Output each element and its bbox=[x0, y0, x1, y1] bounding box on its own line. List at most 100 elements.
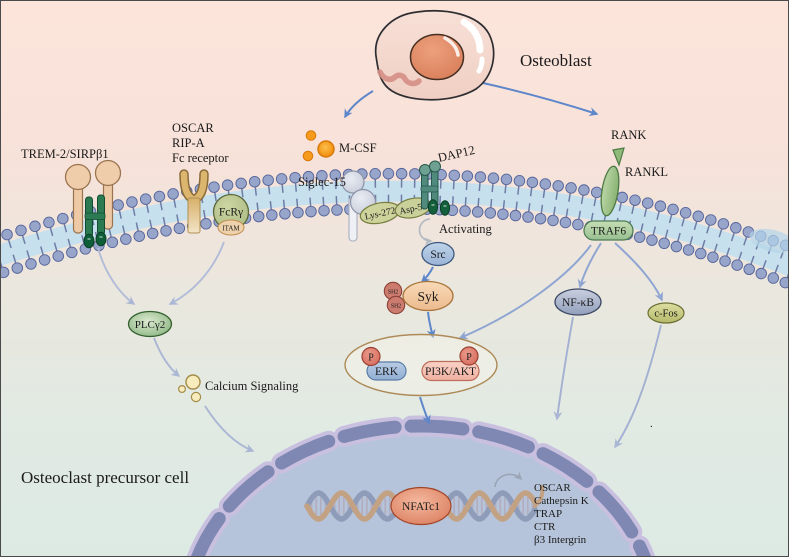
text-labels: Osteoblast Osteoclast precursor cell TRE… bbox=[21, 51, 668, 546]
lipid-head bbox=[497, 208, 509, 220]
erk-label: ERK bbox=[375, 366, 399, 378]
nfatc1-label: NFATc1 bbox=[402, 501, 440, 513]
gene-cathepsin-k: Cathepsin K bbox=[534, 495, 589, 507]
syk-oval bbox=[402, 280, 454, 312]
membrane-band bbox=[1, 180, 788, 277]
lipid-head bbox=[146, 227, 159, 240]
lipid-head bbox=[57, 212, 69, 225]
lipid-head bbox=[743, 263, 755, 276]
lipid-head bbox=[474, 171, 487, 183]
rip-a-label: RIP-A bbox=[172, 136, 205, 150]
rankl-receptor bbox=[600, 165, 620, 217]
nfkb-oval bbox=[554, 288, 602, 316]
gene-trap: TRAP bbox=[534, 508, 562, 520]
lipid-head bbox=[120, 233, 132, 245]
period-mark: . bbox=[650, 418, 653, 430]
arrow-osteoblast-to-mcsf bbox=[344, 90, 374, 119]
sh2-label-2: SH2 bbox=[391, 303, 401, 309]
lipid-head bbox=[692, 210, 704, 223]
src-label: Src bbox=[430, 249, 445, 261]
lipid-head bbox=[289, 171, 301, 184]
lipid-head bbox=[153, 190, 166, 203]
lipid-head bbox=[654, 200, 667, 212]
lipid-head bbox=[262, 174, 274, 186]
lipid-head bbox=[578, 184, 590, 196]
src-node: Src bbox=[421, 241, 455, 267]
cell-highlight-2 bbox=[476, 56, 485, 74]
mcsf-dot-large bbox=[317, 140, 335, 158]
cell-highlight bbox=[460, 18, 484, 54]
lipid-head bbox=[409, 168, 421, 180]
lipid-head bbox=[755, 267, 768, 280]
lipid-head bbox=[552, 180, 564, 192]
osteoblast-nucleus bbox=[409, 33, 465, 81]
gene-oscar: OSCAR bbox=[534, 482, 571, 494]
fcrg-adapter: FcRγ ITAM bbox=[212, 193, 250, 236]
nucleus-highlight bbox=[443, 36, 460, 57]
dap12-head-right bbox=[429, 160, 441, 173]
arrow-itam-to-plcg2 bbox=[97, 247, 136, 305]
itam-marks bbox=[87, 236, 103, 240]
lipid-head bbox=[126, 196, 138, 208]
calcium-label: Calcium Signaling bbox=[205, 379, 299, 393]
arrow-fcrg-to-plcg2 bbox=[168, 241, 225, 305]
lipid-head bbox=[767, 272, 780, 284]
dap12-itam-marks bbox=[431, 204, 447, 207]
lipid-head bbox=[173, 222, 186, 235]
arrow-complex-to-nucleus bbox=[419, 396, 431, 425]
lipid-head bbox=[52, 250, 64, 262]
arrow-activating bbox=[418, 218, 433, 246]
plcg2-oval bbox=[127, 310, 173, 338]
lipid-head bbox=[513, 175, 526, 187]
lipid-head bbox=[66, 246, 78, 259]
lipid-head bbox=[487, 172, 500, 184]
lipid-head bbox=[572, 218, 584, 231]
lipid-head bbox=[133, 230, 146, 242]
lipid-head bbox=[279, 207, 291, 220]
arrow-src-to-syk bbox=[420, 266, 434, 284]
lipid-head bbox=[658, 237, 670, 250]
osteoblast-er bbox=[377, 69, 422, 87]
lipid-head bbox=[461, 170, 474, 182]
lipid-head bbox=[682, 244, 695, 256]
arrow-osteoblast-to-rank bbox=[482, 82, 599, 116]
lipid-head bbox=[565, 182, 577, 194]
phospho-erk bbox=[361, 346, 381, 367]
siglec15-label: Siglec-15 bbox=[298, 175, 346, 189]
gene-ctr: CTR bbox=[534, 521, 556, 533]
lipid-head bbox=[11, 262, 24, 274]
arrow-nfkb-to-nucleus bbox=[553, 316, 574, 421]
lipid-head bbox=[590, 186, 603, 199]
lipid-head bbox=[633, 231, 646, 243]
trem2-receptor bbox=[64, 159, 122, 249]
membrane-end-glow bbox=[749, 228, 788, 254]
lipid-head bbox=[139, 193, 152, 205]
lipid-head bbox=[707, 251, 719, 263]
lipid-head bbox=[329, 169, 342, 181]
fcrg-label: FcRγ bbox=[219, 207, 243, 219]
trem2-adapter-bridge bbox=[84, 212, 106, 220]
lipid-head bbox=[29, 220, 41, 233]
trem2-head-left bbox=[64, 163, 92, 191]
siglec15-ball-top bbox=[341, 170, 365, 194]
cfos-oval bbox=[647, 302, 685, 324]
lipid-head bbox=[235, 177, 247, 190]
arrow-traf6-to-nfkb bbox=[577, 242, 602, 289]
trem2-label: TREM-2/SIRPβ1 bbox=[21, 147, 109, 161]
lipid-head bbox=[221, 179, 234, 191]
lipid-head bbox=[266, 209, 278, 221]
lipid-head bbox=[616, 191, 629, 204]
gene-b3-integrin: β3 Intergrin bbox=[534, 534, 587, 546]
plcg2-node: PLCγ2 bbox=[127, 310, 173, 338]
oscar-stem bbox=[187, 197, 201, 234]
rank-label: RANK bbox=[611, 128, 646, 142]
lipid-head bbox=[509, 209, 522, 222]
lipid-head bbox=[112, 199, 124, 211]
dap12-itam-right bbox=[439, 200, 451, 216]
lipid-head bbox=[641, 197, 654, 209]
rank-rankl-complex bbox=[600, 147, 625, 217]
mcsf-particles bbox=[302, 130, 335, 162]
lipid-head bbox=[500, 173, 513, 186]
rankl-label: RANKL bbox=[625, 165, 668, 179]
